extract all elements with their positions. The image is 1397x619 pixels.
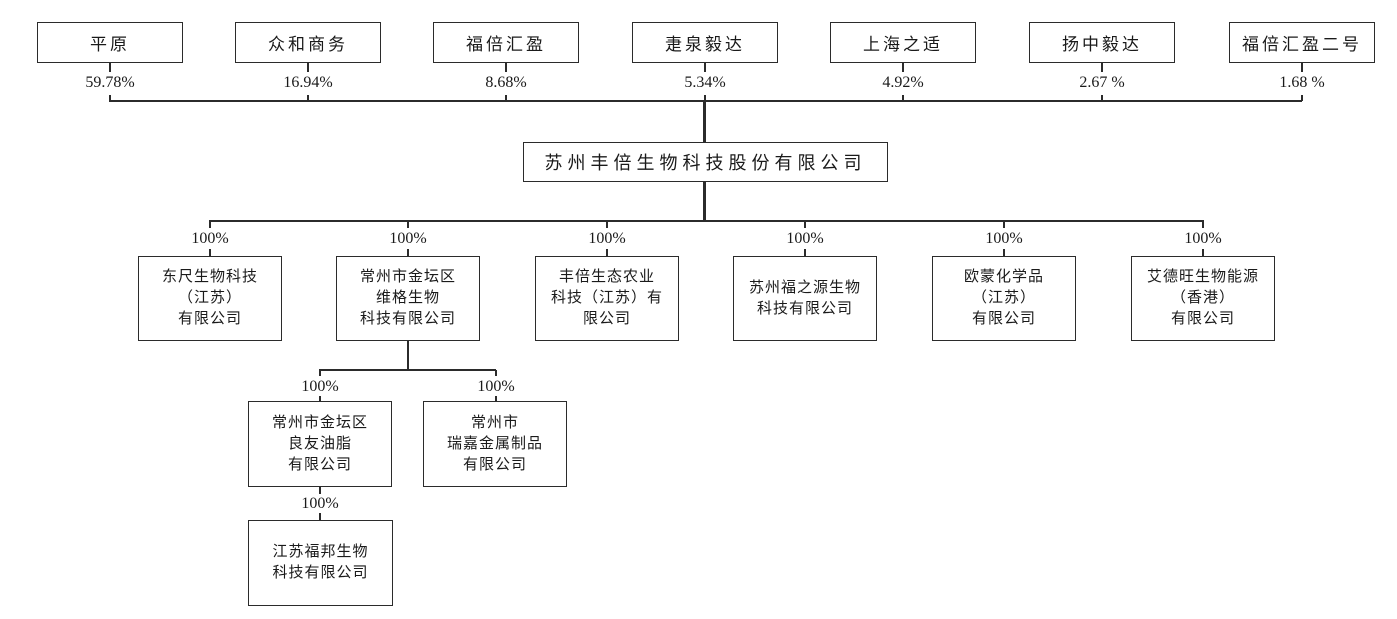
- subsidiary-box: 艾德旺生物能源 （香港） 有限公司: [1131, 256, 1275, 341]
- subsidiary-pct-label: 100%: [191, 230, 229, 247]
- connector-vline: [902, 95, 904, 101]
- connector-vline: [505, 63, 507, 72]
- subsidiary-pct-label: 100%: [1184, 230, 1222, 247]
- shareholder-name: 众和商务: [268, 35, 348, 54]
- grandchild-box: 常州市 瑞嘉金属制品 有限公司: [423, 401, 567, 487]
- shareholder-name: 上海之适: [863, 35, 943, 54]
- great-grandchild-pct-label: 100%: [301, 495, 339, 512]
- subsidiary-box: 欧蒙化学品 （江苏） 有限公司: [932, 256, 1076, 341]
- subsidiary-box: 苏州福之源生物 科技有限公司: [733, 256, 877, 341]
- connector-vline: [319, 396, 321, 401]
- connector-vline: [1003, 249, 1005, 256]
- shareholder-box: 上海之适: [830, 22, 976, 63]
- shareholder-name: 福倍汇盈二号: [1242, 35, 1362, 54]
- connector-vline: [1003, 221, 1005, 228]
- connector-vline: [704, 63, 706, 72]
- subsidiary-pct-label: 100%: [985, 230, 1023, 247]
- connector-vline: [307, 95, 309, 101]
- connector-vline-main: [703, 100, 706, 142]
- subsidiary-pct-label: 100%: [389, 230, 427, 247]
- connector-vline: [407, 221, 409, 228]
- connector-vline: [407, 249, 409, 256]
- shareholder-name: 疌泉毅达: [665, 35, 745, 54]
- subsidiary-name: 丰倍生态农业 科技（江苏）有 限公司: [550, 269, 663, 327]
- ownership-pct-label: 59.78%: [85, 74, 135, 91]
- shareholder-box: 疌泉毅达: [632, 22, 778, 63]
- connector-vline: [1202, 249, 1204, 256]
- parent-company-box: 苏州丰倍生物科技股份有限公司: [523, 142, 888, 182]
- shareholder-box: 平原: [37, 22, 183, 63]
- subsidiary-name: 东尺生物科技 （江苏） 有限公司: [161, 269, 258, 327]
- shareholder-box: 众和商务: [235, 22, 381, 63]
- shareholder-box: 扬中毅达: [1029, 22, 1175, 63]
- subsidiary-name: 艾德旺生物能源 （香港） 有限公司: [1146, 269, 1259, 327]
- ownership-pct-label: 16.94%: [283, 74, 333, 91]
- connector-vline: [1202, 221, 1204, 228]
- connector-vline: [109, 63, 111, 72]
- connector-vline: [319, 487, 321, 494]
- shareholder-name: 平原: [90, 35, 130, 54]
- grandchild-name: 常州市金坛区 良友油脂 有限公司: [271, 414, 368, 473]
- connector-vline: [495, 396, 497, 401]
- connector-vline: [319, 513, 321, 520]
- connector-vline: [407, 341, 409, 370]
- grandchild-pct-label: 100%: [477, 378, 515, 395]
- connector-vline: [1301, 63, 1303, 72]
- grandchild-name: 常州市 瑞嘉金属制品 有限公司: [446, 414, 543, 473]
- subsidiary-box: 常州市金坛区 维格生物 科技有限公司: [336, 256, 480, 341]
- shareholder-box: 福倍汇盈: [433, 22, 579, 63]
- grandchild-box: 常州市金坛区 良友油脂 有限公司: [248, 401, 392, 487]
- connector-vline: [319, 370, 321, 376]
- grandchild-pct-label: 100%: [301, 378, 339, 395]
- subsidiary-name: 欧蒙化学品 （江苏） 有限公司: [963, 269, 1044, 327]
- connector-vline: [505, 95, 507, 101]
- subsidiary-box: 丰倍生态农业 科技（江苏）有 限公司: [535, 256, 679, 341]
- subsidiary-bus-line: [209, 220, 1204, 222]
- connector-vline: [109, 95, 111, 101]
- ownership-pct-label: 8.68%: [485, 74, 527, 91]
- connector-vline: [704, 95, 706, 101]
- ownership-pct-label: 2.67 %: [1079, 74, 1125, 91]
- connector-vline: [1101, 95, 1103, 101]
- connector-vline: [606, 221, 608, 228]
- connector-vline: [606, 249, 608, 256]
- subsidiary-pct-label: 100%: [588, 230, 626, 247]
- connector-vline: [902, 63, 904, 72]
- grandchild-bus-line: [319, 369, 496, 371]
- great-grandchild-box: 江苏福邦生物 科技有限公司: [248, 520, 393, 606]
- subsidiary-name: 常州市金坛区 维格生物 科技有限公司: [359, 269, 456, 327]
- subsidiary-name: 苏州福之源生物 科技有限公司: [748, 279, 861, 317]
- great-grandchild-name: 江苏福邦生物 科技有限公司: [272, 544, 369, 581]
- connector-vline: [307, 63, 309, 72]
- connector-vline: [495, 370, 497, 376]
- connector-vline-main: [703, 182, 706, 221]
- shareholder-name: 福倍汇盈: [466, 35, 546, 54]
- connector-vline: [804, 249, 806, 256]
- subsidiary-pct-label: 100%: [786, 230, 824, 247]
- connector-vline: [1101, 63, 1103, 72]
- ownership-pct-label: 5.34%: [684, 74, 726, 91]
- parent-company-name: 苏州丰倍生物科技股份有限公司: [544, 153, 867, 173]
- connector-vline: [1301, 95, 1303, 101]
- shareholder-box: 福倍汇盈二号: [1229, 22, 1375, 63]
- shareholder-bus-line: [109, 100, 1302, 102]
- connector-vline: [209, 249, 211, 256]
- connector-vline: [804, 221, 806, 228]
- ownership-pct-label: 1.68 %: [1279, 74, 1325, 91]
- connector-vline: [209, 221, 211, 228]
- subsidiary-box: 东尺生物科技 （江苏） 有限公司: [138, 256, 282, 341]
- ownership-pct-label: 4.92%: [882, 74, 924, 91]
- shareholder-name: 扬中毅达: [1062, 35, 1142, 54]
